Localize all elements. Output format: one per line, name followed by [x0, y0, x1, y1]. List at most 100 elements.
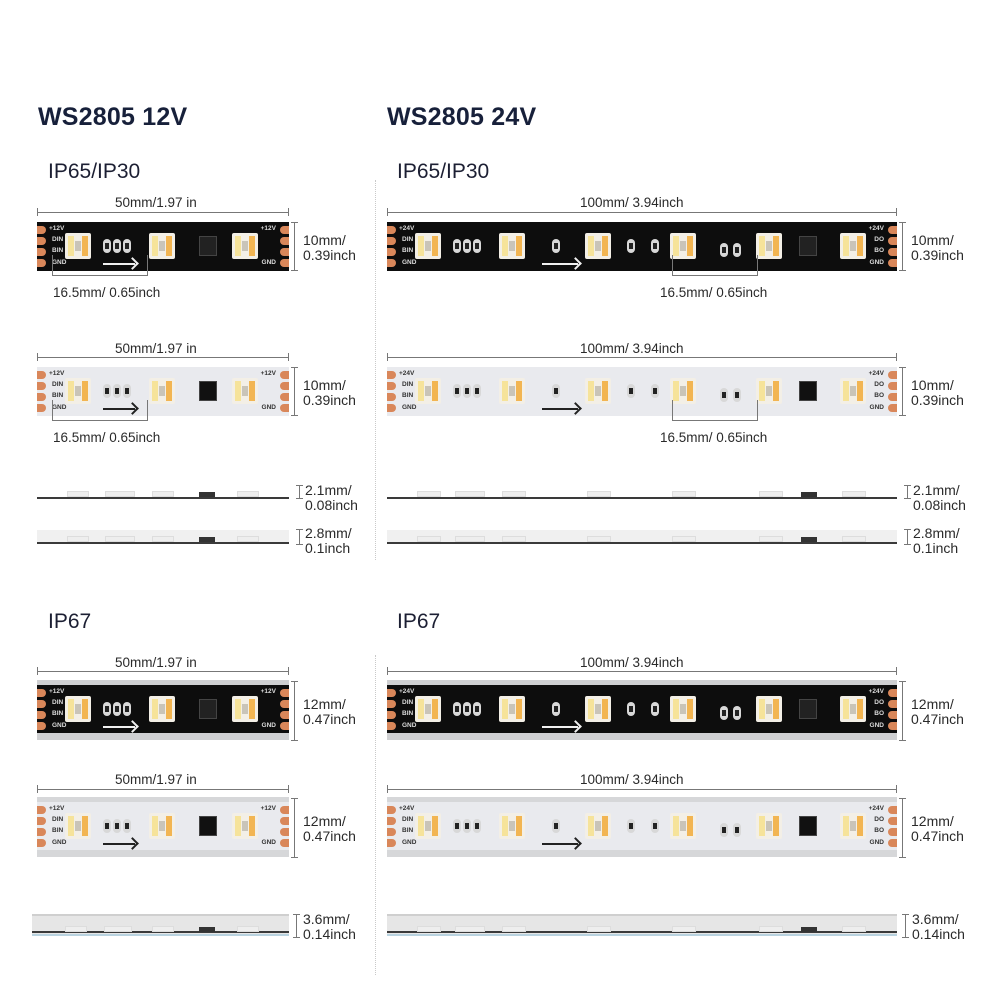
resistor	[123, 819, 131, 833]
width-label-mm: 12mm/	[303, 696, 346, 712]
copper-pad	[387, 806, 396, 814]
thickness-dimension-bar	[904, 485, 911, 499]
led-strip-sleeved-white: +24V DIN BIN GND +24V DO BO GND	[387, 797, 897, 857]
width-label-mm: 12mm/	[303, 813, 346, 829]
data-direction-arrow-icon	[103, 263, 135, 265]
pad-label: +12V	[260, 688, 276, 695]
side-profile-ip65	[37, 530, 289, 544]
length-dimension-line	[37, 357, 289, 358]
led-chip	[756, 378, 782, 404]
pad-label: BIN	[52, 392, 64, 399]
dim-tick	[896, 785, 897, 793]
dim-tick	[387, 353, 388, 361]
width-label-inch: 0.39inch	[303, 247, 356, 263]
side-profile-ip67	[32, 914, 289, 936]
copper-pad	[37, 404, 46, 412]
length-label: 50mm/1.97 in	[115, 195, 197, 210]
copper-pad	[280, 700, 289, 708]
dim-tick	[52, 255, 53, 276]
resistor	[720, 388, 728, 402]
resistor	[113, 239, 121, 253]
ic-chip	[799, 236, 817, 256]
dim-tick	[757, 255, 758, 276]
led-chip	[232, 813, 258, 839]
led-strip-sleeved-black: +24V DIN BIN GND +24V DO BO GND	[387, 680, 897, 740]
width-dimension-bar	[291, 367, 298, 416]
copper-pad	[37, 806, 46, 814]
thickness-inch: 0.1inch	[305, 540, 351, 556]
led-chip	[415, 233, 441, 259]
resistor	[552, 819, 560, 833]
resistor	[552, 702, 560, 716]
thickness-dimension-bar	[902, 914, 909, 938]
copper-pad	[280, 371, 289, 379]
length-label: 100mm/ 3.94inch	[580, 195, 684, 210]
pad-label: +24V	[868, 688, 884, 695]
led-chip	[670, 813, 696, 839]
side-profile-ip67	[387, 914, 897, 936]
copper-pad	[280, 393, 289, 401]
resistor	[627, 702, 635, 716]
led-chip	[499, 233, 525, 259]
thickness-label: 2.1mm/ 0.08inch	[305, 483, 358, 513]
data-direction-arrow-icon	[542, 408, 578, 410]
copper-pad	[37, 382, 46, 390]
pad-label: +12V	[49, 805, 65, 812]
pad-label: GND	[52, 259, 67, 266]
dim-tick	[672, 255, 673, 276]
side-profile-ip65	[387, 530, 897, 544]
resistor	[103, 239, 111, 253]
copper-pad	[280, 259, 289, 267]
led-chip	[499, 696, 525, 722]
copper-pad	[280, 689, 289, 697]
pad-label: GND	[869, 259, 884, 266]
copper-pad	[888, 382, 897, 390]
led-chip	[149, 696, 175, 722]
dim-tick	[288, 785, 289, 793]
ic-chip	[199, 381, 217, 401]
copper-pad	[888, 226, 897, 234]
copper-pad	[888, 806, 897, 814]
thickness-mm: 2.1mm/	[913, 482, 960, 498]
dim-tick	[288, 208, 289, 216]
led-chip	[756, 233, 782, 259]
side-profile-ip30	[37, 485, 289, 499]
resistor	[720, 243, 728, 257]
copper-pad	[37, 828, 46, 836]
copper-pad	[37, 226, 46, 234]
width-label-inch: 0.47inch	[911, 711, 964, 727]
copper-pad	[888, 828, 897, 836]
pitch-dimension-line	[52, 275, 147, 276]
pad-label: GND	[261, 404, 276, 411]
resistor	[463, 384, 471, 398]
resistor	[123, 702, 131, 716]
width-dimension-bar	[899, 222, 906, 271]
led-chip	[232, 696, 258, 722]
ic-chip	[799, 381, 817, 401]
copper-pad	[387, 248, 396, 256]
resistor	[627, 819, 635, 833]
led-chip	[232, 233, 258, 259]
pad-label: DIN	[52, 699, 64, 706]
resistor	[733, 243, 741, 257]
copper-pad	[387, 382, 396, 390]
resistor	[103, 702, 111, 716]
thickness-dimension-bar	[296, 485, 303, 499]
thickness-label: 2.8mm/ 0.1inch	[913, 526, 960, 556]
dim-tick	[37, 667, 38, 675]
ic-chip	[199, 236, 217, 256]
thickness-inch: 0.08inch	[913, 497, 966, 513]
copper-pad	[280, 248, 289, 256]
led-chip	[840, 813, 866, 839]
resistor	[552, 239, 560, 253]
resistor	[627, 239, 635, 253]
pad-label: GND	[869, 404, 884, 411]
led-chip	[415, 813, 441, 839]
pad-label: +12V	[260, 225, 276, 232]
led-chip	[415, 378, 441, 404]
led-chip	[65, 813, 91, 839]
resistor	[463, 239, 471, 253]
copper-pad	[37, 689, 46, 697]
resistor	[103, 384, 111, 398]
copper-pad	[888, 839, 897, 847]
